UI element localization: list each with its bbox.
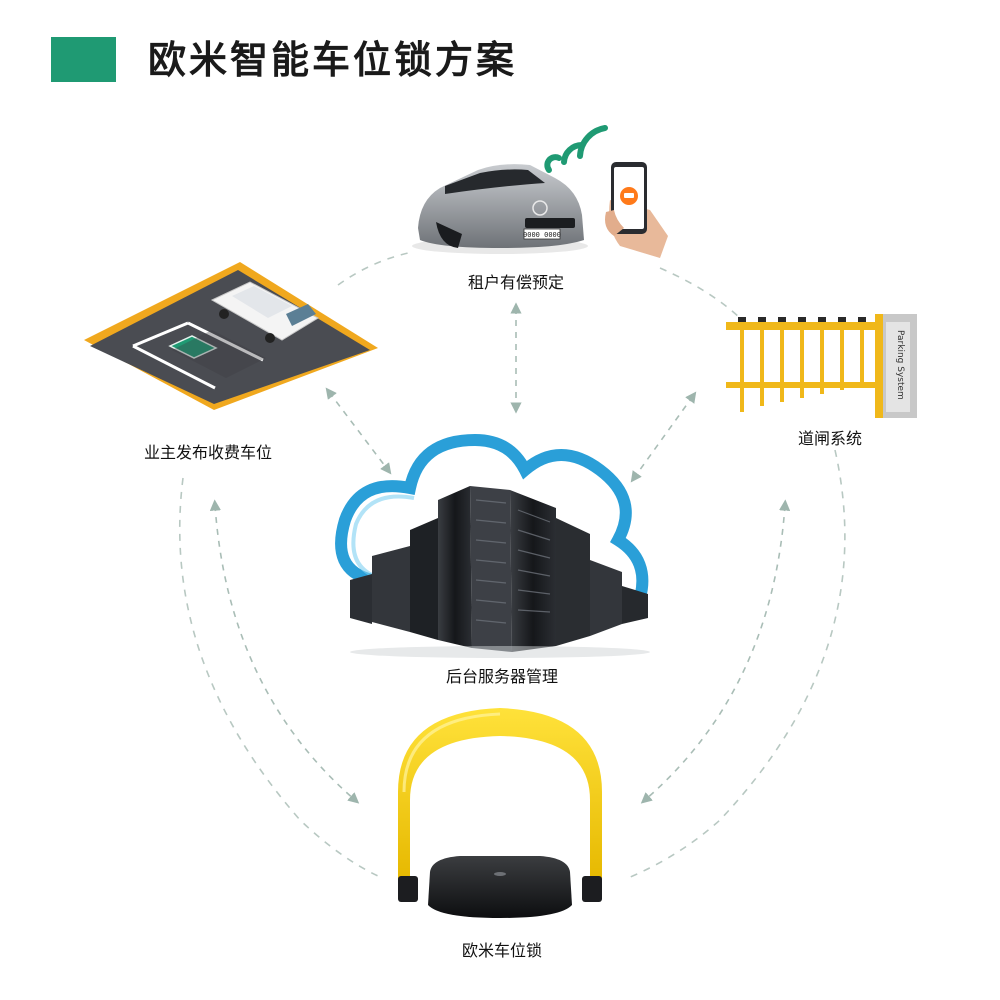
- arrow-gate-server: [630, 391, 697, 483]
- server-label: 后台服务器管理: [445, 667, 559, 686]
- parked-car: [210, 281, 320, 343]
- outer-connector-ring: [178, 252, 846, 879]
- arrow-owner-lock: [209, 499, 360, 804]
- arrow-owner-server: [325, 387, 392, 475]
- cloud-server-icon: [335, 433, 650, 658]
- smartphone-icon: [605, 162, 668, 258]
- wireless-signal-icon: [544, 125, 608, 173]
- barrier-gate-icon: Parking System: [726, 314, 917, 418]
- arrow-gate-lock: [640, 499, 791, 804]
- lock-label: 欧米车位锁: [461, 941, 543, 960]
- gate-label: 道闸系统: [797, 429, 863, 448]
- connector-owner-to-lock: [178, 477, 379, 877]
- parking-space-icon: [84, 262, 378, 410]
- title-accent-block: [51, 37, 116, 82]
- owner-label: 业主发布收费车位: [143, 443, 273, 462]
- connector-owner-to-rental: [337, 252, 409, 286]
- connector-rental-to-gate: [659, 267, 741, 319]
- page-title: 欧米智能车位锁方案: [148, 38, 518, 82]
- rental-label: 租户有偿预定: [467, 273, 565, 292]
- license-plate: 0000 0000: [523, 231, 561, 239]
- gate-brand-text: Parking System: [895, 330, 905, 400]
- inner-arrows: [209, 302, 791, 804]
- parking-lock-icon: [398, 708, 602, 918]
- car-icon: 0000 0000: [412, 164, 588, 254]
- connector-gate-to-lock: [627, 449, 846, 879]
